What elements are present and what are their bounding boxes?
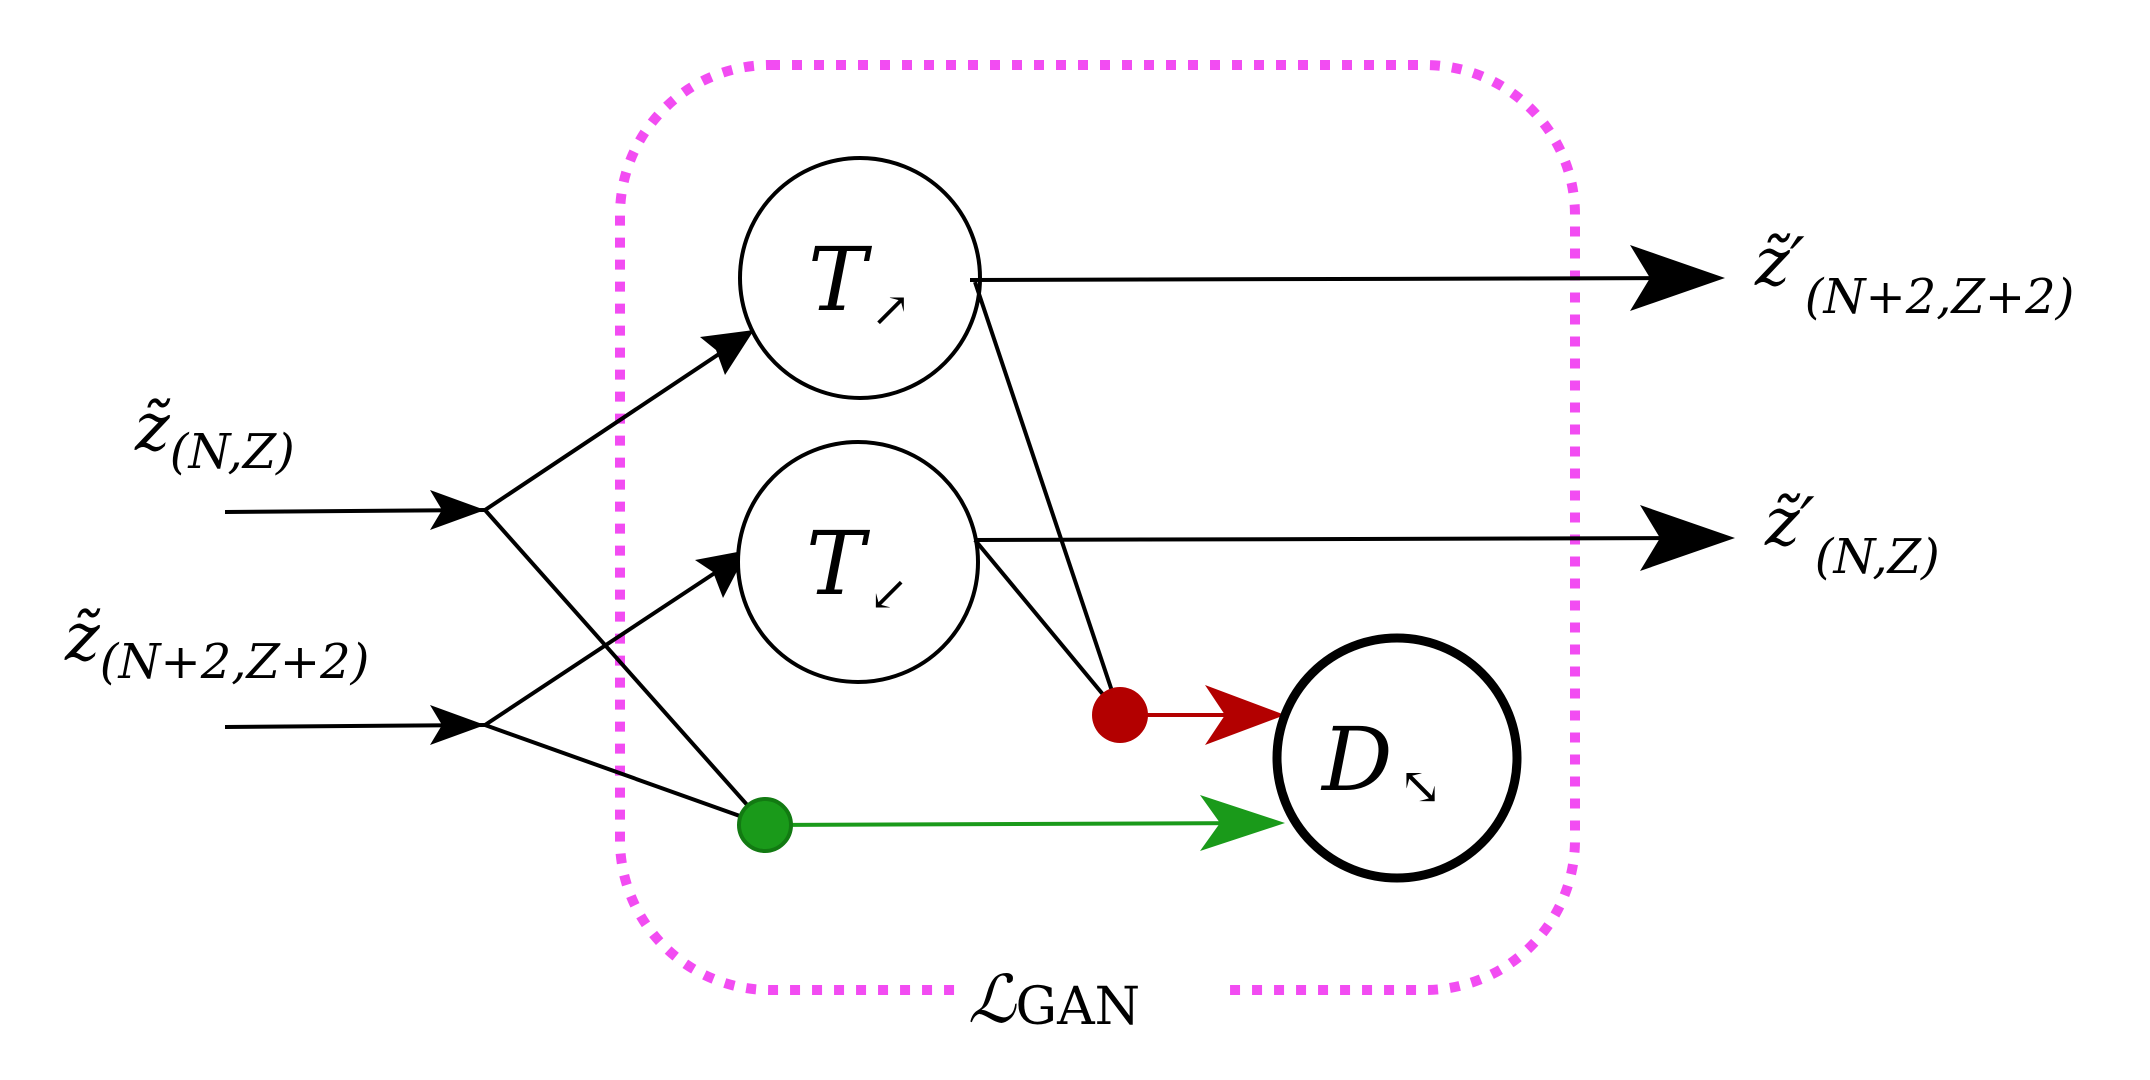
real-path-line [764, 821, 1266, 827]
output-label-z-prime-n2z2: z̃′(N+2,Z+2) [1754, 224, 2074, 325]
edge-zn2z2-to-green [484, 723, 766, 827]
output-arrowhead-z-prime-nz [1640, 505, 1735, 571]
arrowhead-to-tdown [695, 550, 748, 598]
input-line-z-nz [224, 508, 486, 514]
gan-loss-label: ℒGAN [968, 961, 1140, 1038]
t-down-node [736, 440, 980, 684]
edge-tup-to-red [973, 281, 1122, 716]
discriminator-node [1272, 633, 1522, 883]
real-sample-dot [737, 797, 793, 853]
input-arrowhead-z-n2z2 [430, 705, 485, 745]
input-line-z-n2z2 [224, 723, 486, 729]
input-label-z-n2z2: z̃(N+2,Z+2) [64, 599, 369, 690]
input-arrowhead-z-nz [430, 490, 485, 530]
edge-tdown-to-output [974, 536, 1711, 542]
edge-zn2z2-to-tdown [483, 553, 744, 727]
edge-znz-to-green [483, 508, 767, 827]
real-path-arrowhead [1200, 795, 1285, 851]
output-arrowhead-z-prime-n2z2 [1630, 245, 1725, 311]
t-down-label: T↙ [806, 512, 909, 622]
fake-path-arrowhead [1205, 685, 1285, 745]
input-label-z-nz: z̃(N,Z) [134, 389, 295, 480]
fake-sample-dot [1092, 687, 1148, 743]
arrowhead-to-tup [700, 330, 754, 375]
discriminator-label: D⤡ [1320, 708, 1442, 817]
gan-loss-box [615, 60, 1580, 995]
edge-tup-to-output [969, 276, 1701, 282]
output-label-z-prime-nz: z̃′(N,Z) [1764, 484, 1940, 585]
t-up-label: T↗ [808, 228, 911, 338]
edge-znz-to-tup [483, 338, 742, 512]
edge-tdown-to-red [973, 538, 1122, 717]
